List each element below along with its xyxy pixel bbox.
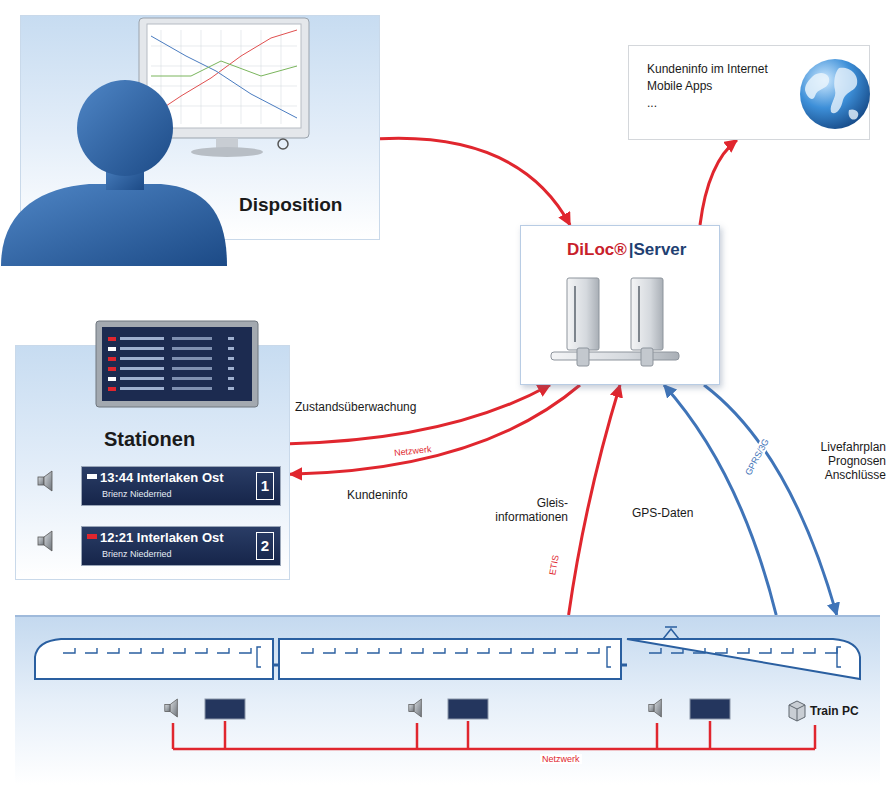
network-label: Netzwerk xyxy=(540,754,582,764)
departure-line: 13:44 Interlaken Ost xyxy=(100,470,224,485)
server-box: DiLoc®|Server xyxy=(520,225,720,385)
internet-box: Kundeninfo im InternetMobile Apps... xyxy=(628,45,870,140)
globe-icon xyxy=(795,54,875,134)
departure-board: 12:21 Interlaken OstBrienz Niederried 2 xyxy=(81,526,281,566)
train-band: Train PC xyxy=(15,615,880,785)
edge-label: GPS-Daten xyxy=(630,506,695,520)
edge-label: Livefahrplan Prognosen Anschlüsse xyxy=(798,440,888,482)
flow-arrow xyxy=(664,385,776,615)
edge-label: Zustandsüberwachung xyxy=(293,400,418,414)
protocol-label: ETIS xyxy=(547,552,561,577)
departure-line: 12:21 Interlaken Ost xyxy=(100,530,224,545)
flow-arrow xyxy=(704,385,837,615)
platform-number: 1 xyxy=(256,472,274,500)
flow-arrow xyxy=(290,385,580,474)
flow-arrow xyxy=(380,138,570,225)
edge-label: Kundeninfo xyxy=(345,488,410,502)
device-label: Train PC xyxy=(810,704,859,718)
departure-board: 13:44 Interlaken OstBrienz Niederried 1 xyxy=(81,466,281,506)
product-name: DiLoc® xyxy=(567,240,627,260)
dispatch-panel: Disposition xyxy=(20,15,380,240)
via-line: Brienz Niederried xyxy=(102,489,172,499)
platform-number: 2 xyxy=(256,532,274,560)
panel-title: Stationen xyxy=(104,428,195,451)
via-line: Brienz Niederried xyxy=(102,549,172,559)
stations-panel: 13:44 Interlaken OstBrienz Niederried 1 12… xyxy=(15,345,290,580)
panel-title: Disposition xyxy=(239,194,342,216)
service-line: ... xyxy=(647,96,657,110)
flow-arrow xyxy=(569,385,620,615)
service-line: Mobile Apps xyxy=(647,79,712,93)
edge-label: Gleis- informationen xyxy=(484,496,570,524)
network-label: Netzwerk xyxy=(392,444,434,458)
server-title: |Server xyxy=(629,240,687,260)
service-line: Kundeninfo im Internet xyxy=(647,62,768,76)
flow-arrow xyxy=(700,140,737,225)
dispatcher-illustration xyxy=(1,16,321,286)
flow-arrow xyxy=(290,385,550,444)
train-illustration xyxy=(15,617,880,787)
